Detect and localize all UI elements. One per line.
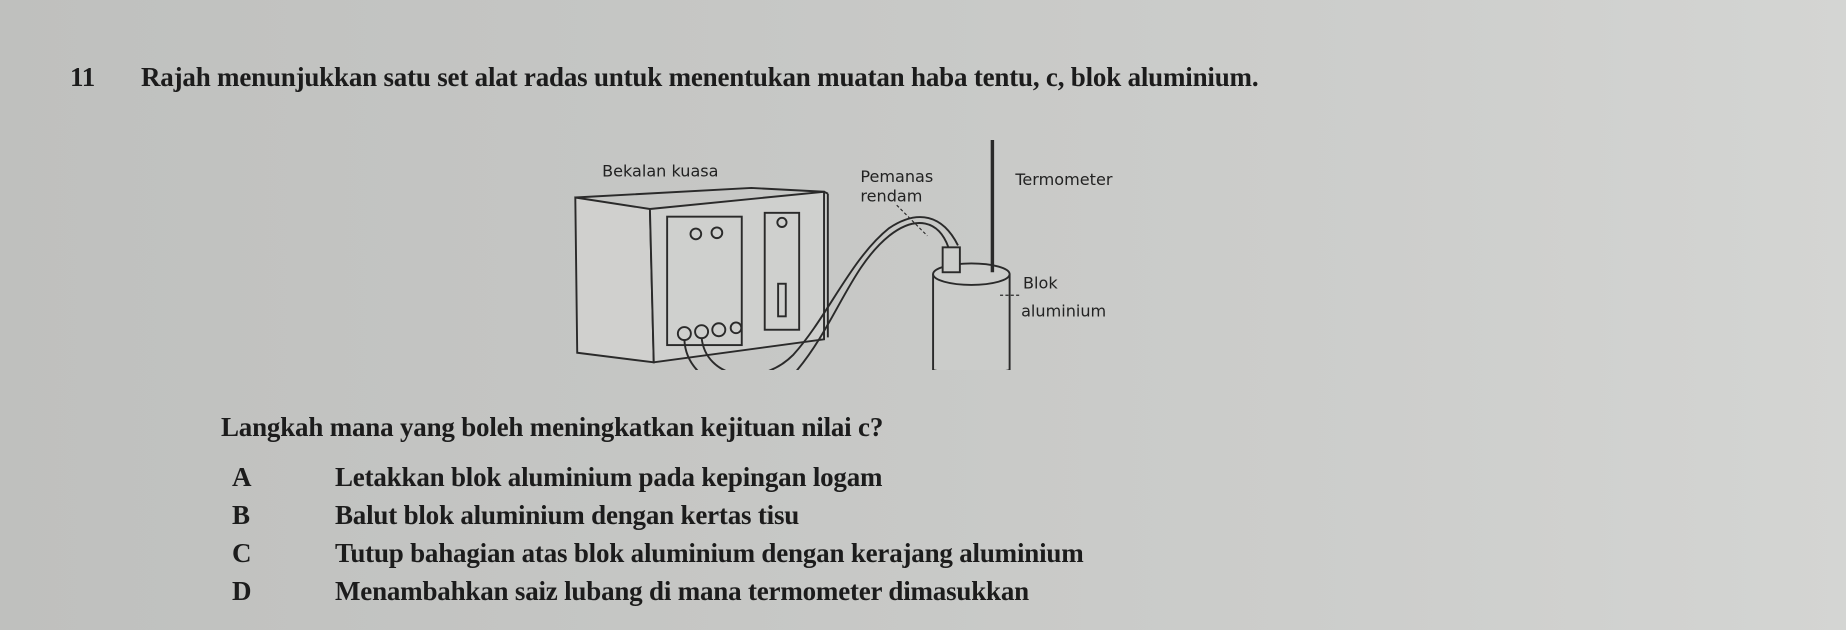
option-b-letter: B <box>232 500 250 530</box>
option-a-text: Letakkan blok aluminium pada kepingan lo… <box>335 462 883 492</box>
option-c-text: Tutup bahagian atas blok aluminium denga… <box>335 538 1084 568</box>
question-number: 11 <box>70 62 96 92</box>
option-a-letter: A <box>232 462 252 492</box>
label-block-1: Blok <box>1023 274 1058 293</box>
option-d-text: Menambahkan saiz lubang di mana termomet… <box>335 576 1029 606</box>
option-b-text: Balut blok aluminium dengan kertas tisu <box>335 500 800 530</box>
option-c-letter: C <box>232 538 252 568</box>
question-text: Rajah menunjukkan satu set alat radas un… <box>141 62 1259 92</box>
label-heater-2: rendam <box>860 186 922 205</box>
power-supply <box>574 186 829 364</box>
label-block-2: aluminium <box>1021 301 1106 320</box>
aluminium-block <box>932 262 1011 370</box>
option-d-letter: D <box>232 576 252 606</box>
label-heater-1: Pemanas <box>860 167 933 186</box>
apparatus-diagram: Bekalan kuasa Pemanas rendam Termometer … <box>574 140 1113 370</box>
leader-lines <box>896 204 1020 296</box>
heater-cable <box>683 216 959 370</box>
label-thermometer: Termometer <box>1014 170 1112 189</box>
immersion-heater-cap <box>941 246 961 274</box>
question-prompt: Langkah mana yang boleh meningkatkan kej… <box>221 412 884 442</box>
label-power-supply: Bekalan kuasa <box>602 161 718 180</box>
